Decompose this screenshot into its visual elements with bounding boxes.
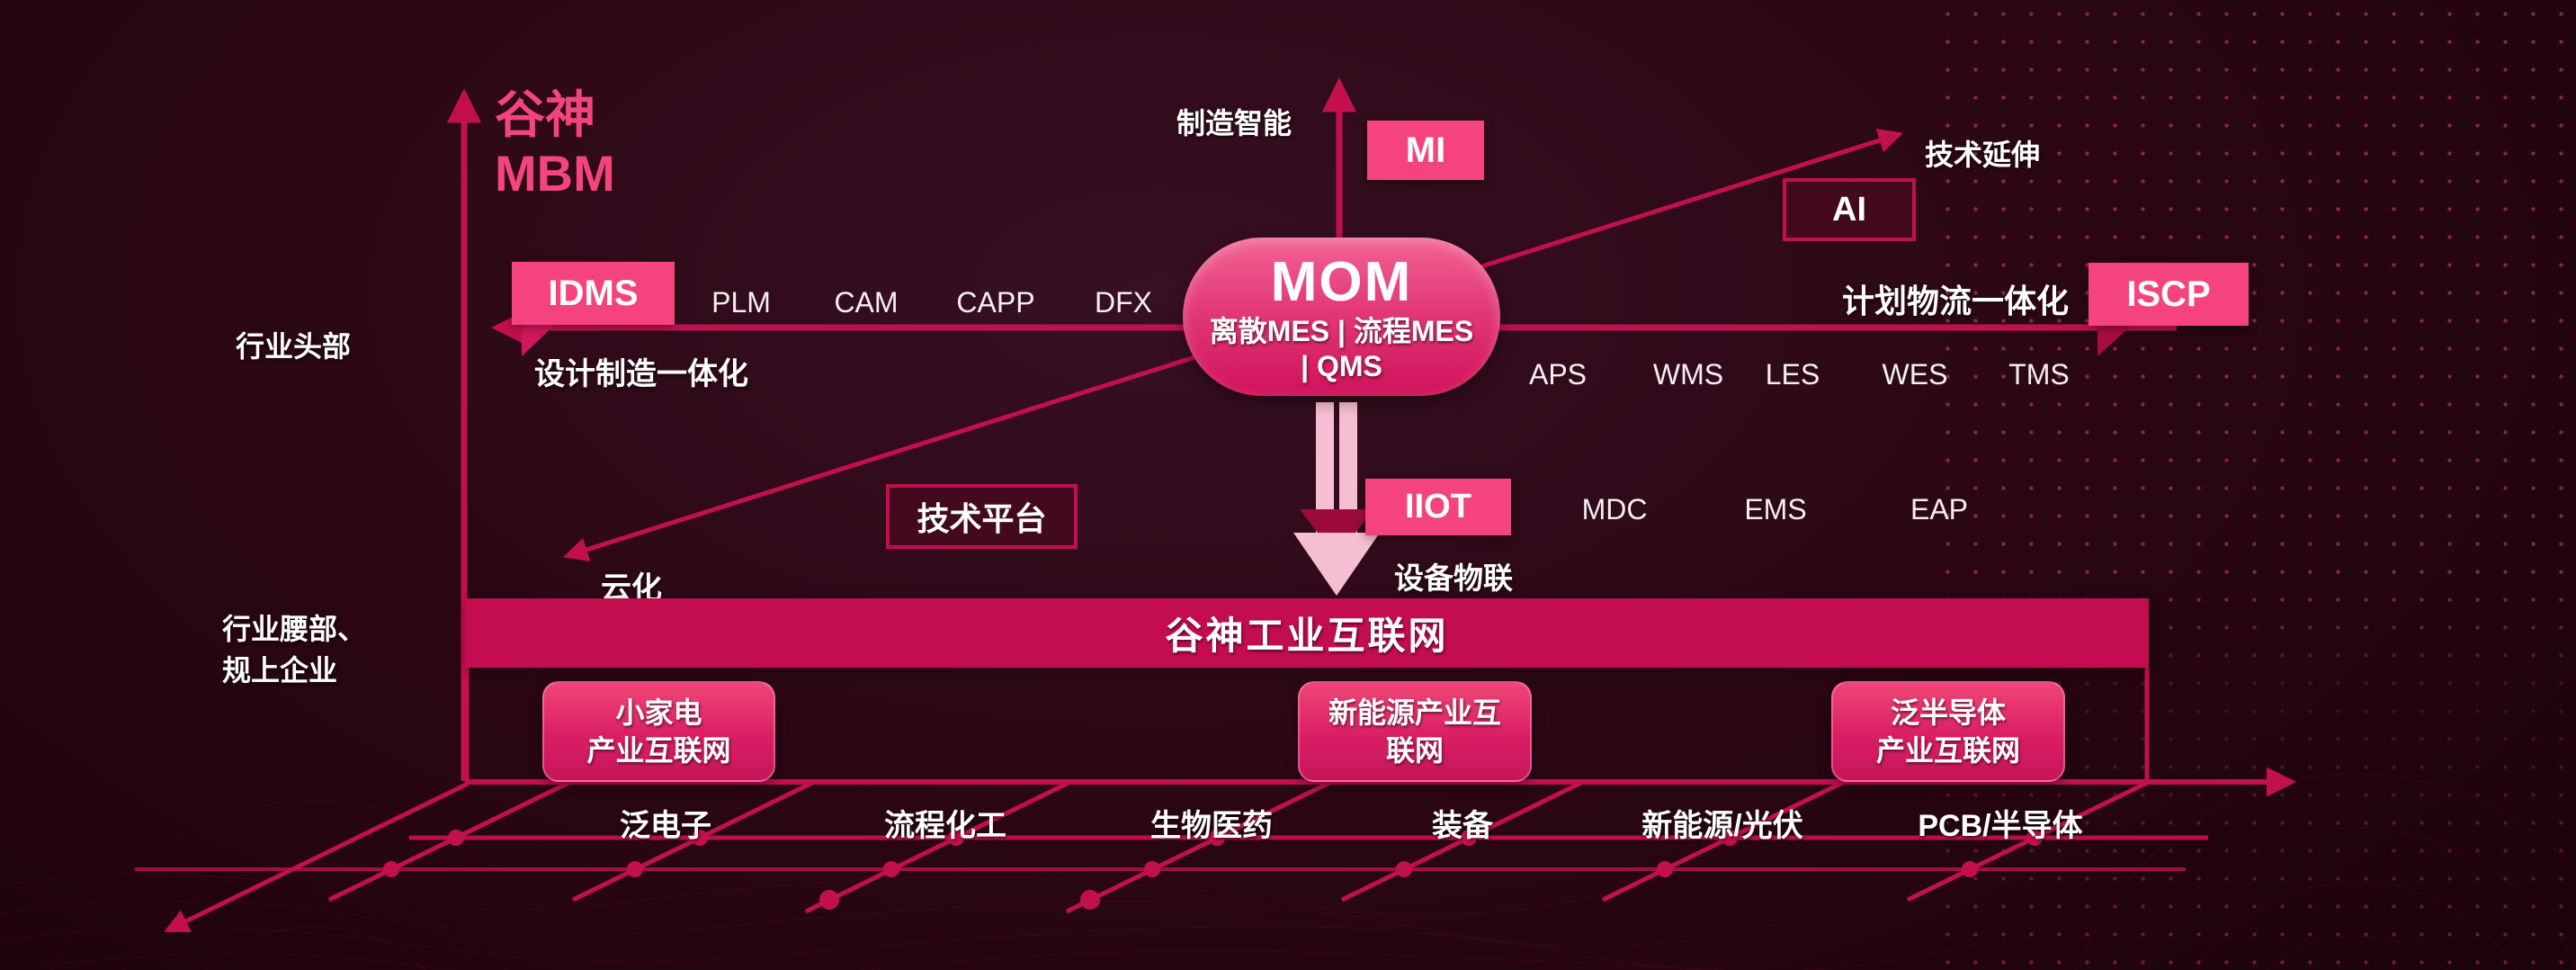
plan-item-wms: WMS <box>1652 358 1724 391</box>
idms-box-tail <box>522 320 559 356</box>
plan-item-aps: APS <box>1528 358 1588 391</box>
design-item-plm: PLM <box>711 286 771 319</box>
iiot-caption: 设备物联 <box>1394 561 1513 595</box>
top-axis-label: 制造智能 <box>1176 107 1292 139</box>
iiot-box: IIOT <box>1365 479 1511 535</box>
page-title-line1: 谷神 <box>495 86 595 143</box>
industry-box-pan-semiconductor: 泛半导体 产业互联网 <box>1831 681 2065 782</box>
sector-pan-electronics: 泛电子 <box>620 809 711 843</box>
sector-biomedicine: 生物医药 <box>1150 809 1273 843</box>
plan-item-les: LES <box>1765 358 1820 391</box>
sector-pcb-semiconductor: PCB/半导体 <box>1918 809 2083 843</box>
mom-title: MOM <box>1270 251 1413 313</box>
iscp-box: ISCP <box>2089 263 2249 326</box>
mi-box: MI <box>1367 121 1484 180</box>
sector-new-energy-pv: 新能源/光伏 <box>1641 809 1803 843</box>
tier-label-bottom-line1: 行业腰部、 <box>222 613 367 645</box>
sector-equipment: 装备 <box>1432 809 1493 843</box>
industry-box-line2: 产业互联网 <box>586 734 731 767</box>
tech-extension-label: 技术延伸 <box>1925 139 2041 171</box>
industry-box-new-energy: 新能源产业互 联网 <box>1298 681 1532 782</box>
tier-label-bottom-line2: 规上企业 <box>222 654 338 687</box>
industry-box-small-appliance: 小家电 产业互联网 <box>542 681 775 782</box>
industry-box-line1: 泛半导体 <box>1890 696 2006 729</box>
iiot-item-eap: EAP <box>1910 493 1969 525</box>
design-axis-caption: 设计制造一体化 <box>534 357 748 391</box>
iiot-item-mdc: MDC <box>1581 493 1648 525</box>
dot-grid-pattern <box>1934 0 2576 970</box>
mom-down-double-arrow <box>1293 402 1380 596</box>
design-item-dfx: DFX <box>1095 286 1152 319</box>
mom-node: MOM 离散MES | 流程MES | QMS <box>1183 238 1500 396</box>
design-item-capp: CAPP <box>956 286 1035 319</box>
ai-box: AI <box>1783 178 1916 241</box>
page-title-line2: MBM <box>495 144 615 202</box>
industrial-internet-banner: 谷神工业互联网 <box>465 598 2149 668</box>
sector-grid <box>135 779 2208 933</box>
idms-box: IDMS <box>512 262 675 325</box>
iiot-item-ems: EMS <box>1744 493 1807 525</box>
page-title: 谷神 MBM <box>495 86 615 203</box>
tier-label-top: 行业头部 <box>236 330 352 363</box>
plan-axis-caption: 计划物流一体化 <box>1842 283 2070 319</box>
plan-item-wes: WES <box>1882 358 1948 391</box>
iscp-box-tail <box>2097 322 2135 356</box>
mom-subtitle-line1: 离散MES | 流程MES <box>1209 315 1474 347</box>
tier-label-bottom: 行业腰部、 规上企业 <box>222 608 366 691</box>
tech-platform-box: 技术平台 <box>886 484 1078 549</box>
design-item-cam: CAM <box>834 286 899 319</box>
plan-item-tms: TMS <box>2008 358 2070 391</box>
industry-box-line1: 新能源产业互 <box>1328 696 1501 729</box>
sector-process-chemical: 流程化工 <box>884 809 1006 843</box>
industry-box-line1: 小家电 <box>615 696 702 729</box>
industry-box-line2: 联网 <box>1385 734 1444 767</box>
mom-subtitle-line2: | QMS <box>1301 350 1382 382</box>
industry-box-line2: 产业互联网 <box>1875 734 2020 767</box>
contour-waves <box>0 773 2576 970</box>
